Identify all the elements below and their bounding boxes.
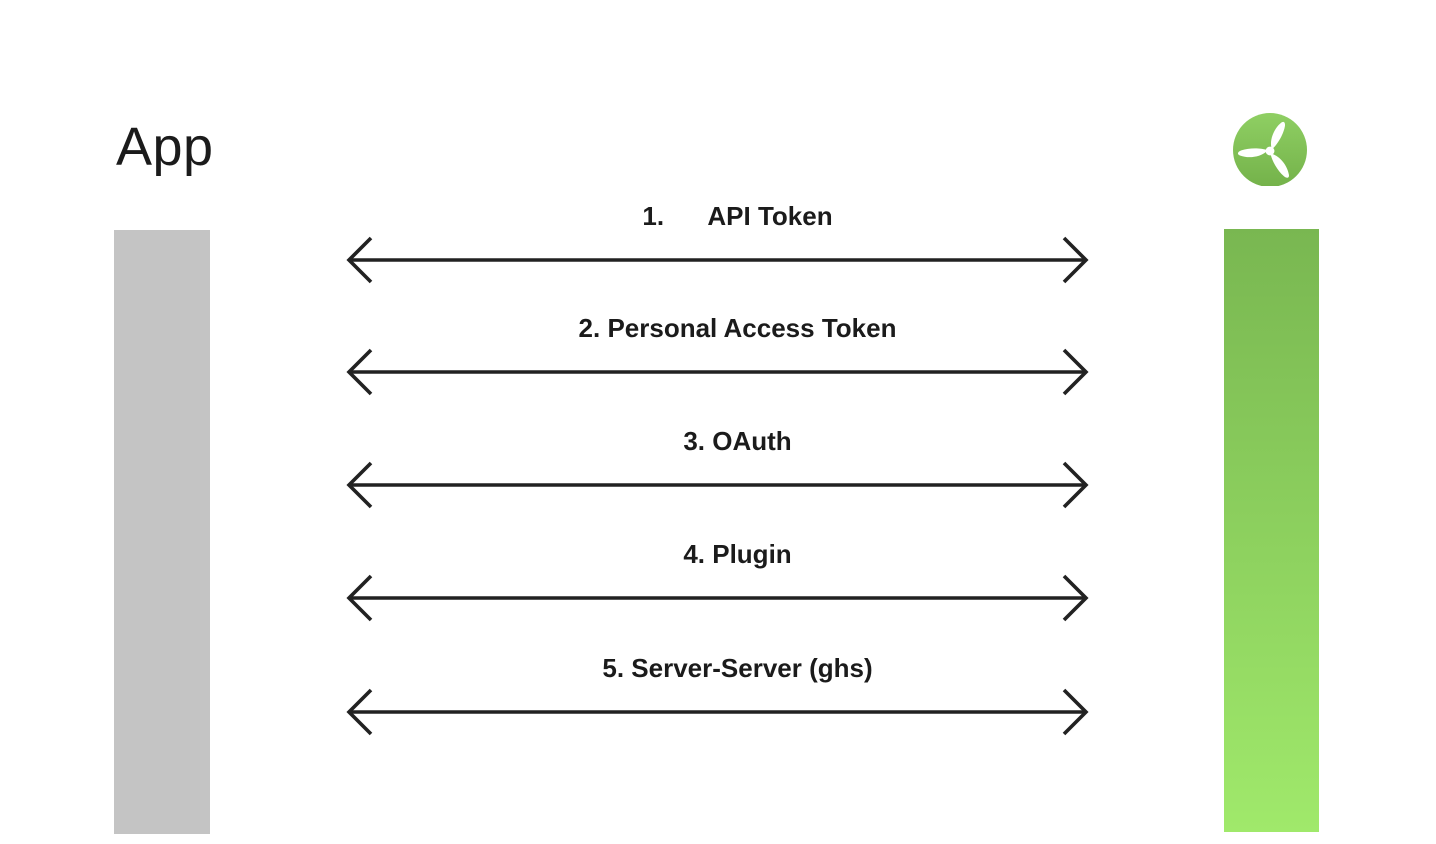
connection-label: 1. API Token — [642, 201, 833, 231]
app-bar — [114, 230, 210, 834]
connection-row-oauth: 3. OAuth — [345, 425, 1090, 510]
windmill-logo-icon — [1233, 113, 1307, 186]
double-headed-arrow-icon — [346, 574, 1089, 622]
connection-label: 2. Personal Access Token — [578, 313, 897, 343]
connection-row-server-server: 5. Server-Server (ghs) — [345, 652, 1090, 737]
double-headed-arrow-icon — [346, 348, 1089, 396]
connection-row-personal-access-token: 2. Personal Access Token — [345, 312, 1090, 397]
double-headed-arrow-icon — [346, 688, 1089, 736]
connection-label: 5. Server-Server (ghs) — [602, 653, 873, 683]
connection-label: 3. OAuth — [683, 426, 792, 456]
double-headed-arrow-icon — [346, 236, 1089, 284]
connection-row-api-token: 1. API Token — [345, 200, 1090, 285]
connection-row-plugin: 4. Plugin — [345, 538, 1090, 623]
app-title: App — [116, 117, 214, 177]
connection-label: 4. Plugin — [683, 539, 792, 569]
double-headed-arrow-icon — [346, 461, 1089, 509]
windmill-server-bar — [1224, 229, 1319, 832]
